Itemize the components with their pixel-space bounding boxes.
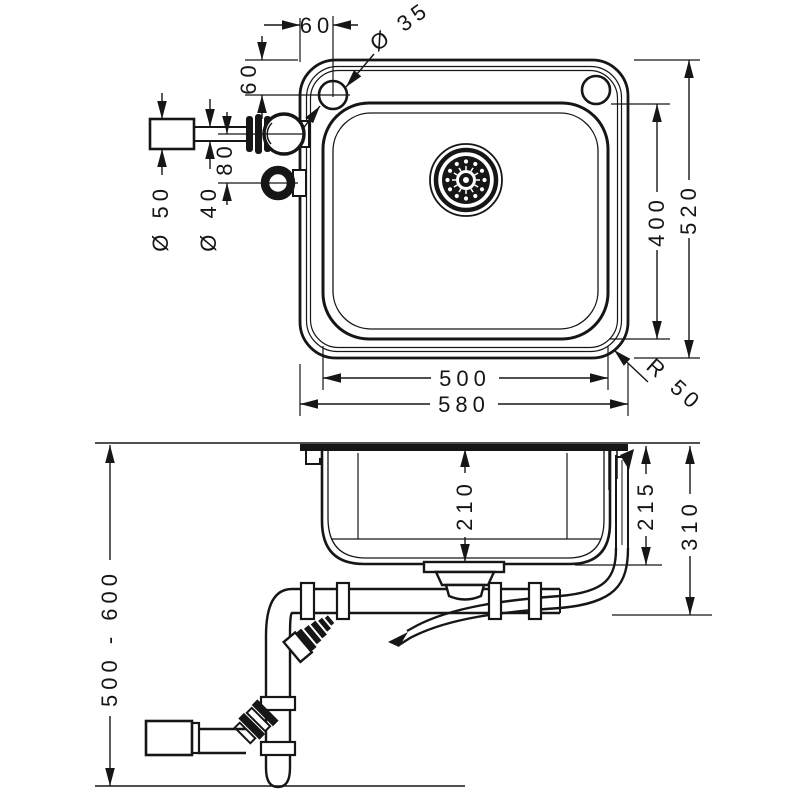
pipe-fitting-2 — [335, 581, 351, 621]
sink-rim-outline — [298, 58, 630, 360]
wall-outlet-flange — [144, 719, 194, 757]
dim-label-hole-offset-x: 60 — [300, 13, 334, 38]
front-view-dimensions: 210 215 310 500 - 600 — [97, 445, 712, 786]
overflow-pipe — [388, 455, 630, 647]
pipe-fitting-4 — [527, 581, 543, 621]
dim-label-overall-width: 520 — [676, 183, 701, 235]
drain-trap — [144, 581, 561, 789]
dim-label-corner-radius: R 50 — [642, 353, 708, 416]
drain-strainer — [429, 143, 503, 217]
dim-label-outlet-diameter-outer: Ø 50 — [148, 184, 173, 252]
sink-rim-inner-line-2 — [309, 69, 619, 349]
dim-overall-depth: 310 — [677, 446, 702, 615]
dim-overall-length: 580 — [300, 392, 628, 417]
overflow-hose-outer — [398, 547, 630, 647]
tap-hole-right — [580, 74, 612, 106]
dim-bowl-width: 400 — [644, 104, 669, 339]
dim-label-bowl-width: 400 — [644, 195, 669, 247]
strainer-holes — [445, 159, 487, 201]
dim-label-bowl-depth: 210 — [452, 479, 477, 531]
pipe-fitting-1 — [299, 581, 316, 621]
pipe-fitting-5 — [259, 695, 297, 712]
dim-label-overall-depth: 310 — [677, 499, 702, 551]
dim-label-outlet-spacing: 80 — [212, 141, 237, 175]
dim-label-overall-length: 580 — [438, 392, 490, 417]
dim-label-hole-offset-y: 60 — [236, 60, 261, 94]
dim-depth-with-frame: 215 — [633, 446, 658, 565]
dishwasher-connector — [281, 615, 335, 664]
pipe-fitting-3 — [487, 581, 503, 621]
front-view — [95, 442, 700, 789]
dim-label-depth-with-frame: 215 — [633, 479, 658, 531]
dim-installation-height: 500 - 600 — [97, 445, 122, 786]
pipe-fitting-6 — [259, 740, 297, 757]
outlet-end-cap — [148, 117, 196, 151]
dim-label-bowl-length: 500 — [439, 366, 491, 391]
dim-hole-offset-x: 60 — [264, 13, 358, 38]
overflow-hose-inner — [406, 547, 618, 633]
dim-label-tap-hole-diameter: Ø 35 — [365, 0, 434, 56]
dim-label-installation-height: 500 - 600 — [97, 569, 122, 707]
dim-outlet-diameter-inner: Ø 40 — [196, 99, 221, 252]
dim-outlet-diameter-outer: Ø 50 — [148, 93, 173, 252]
sink-rim-bar — [300, 444, 628, 451]
left-rim-clip — [305, 451, 321, 465]
dim-hole-offset-y: 60 — [236, 36, 267, 119]
pipe-bottom-cap — [264, 767, 292, 789]
dim-bowl-depth: 210 — [452, 449, 477, 562]
drain-fitting — [422, 560, 506, 601]
dim-overall-width: 520 — [676, 60, 701, 358]
dim-outlet-spacing: 80 — [212, 112, 237, 205]
top-view-dimensions: 60 60 Ø 35 80 Ø 50 Ø 40 — [148, 0, 708, 417]
overflow-hose-tip — [388, 632, 408, 647]
bowl-outline — [321, 101, 610, 341]
top-view — [148, 58, 630, 360]
strainer-slots — [452, 166, 480, 194]
ball-joint-detail — [266, 122, 273, 145]
bowl-inner-line — [332, 112, 599, 330]
dim-bowl-length: 500 — [323, 366, 608, 391]
sink-rim-inner-line-1 — [305, 65, 623, 353]
dim-label-outlet-diameter-inner: Ø 40 — [196, 184, 221, 252]
